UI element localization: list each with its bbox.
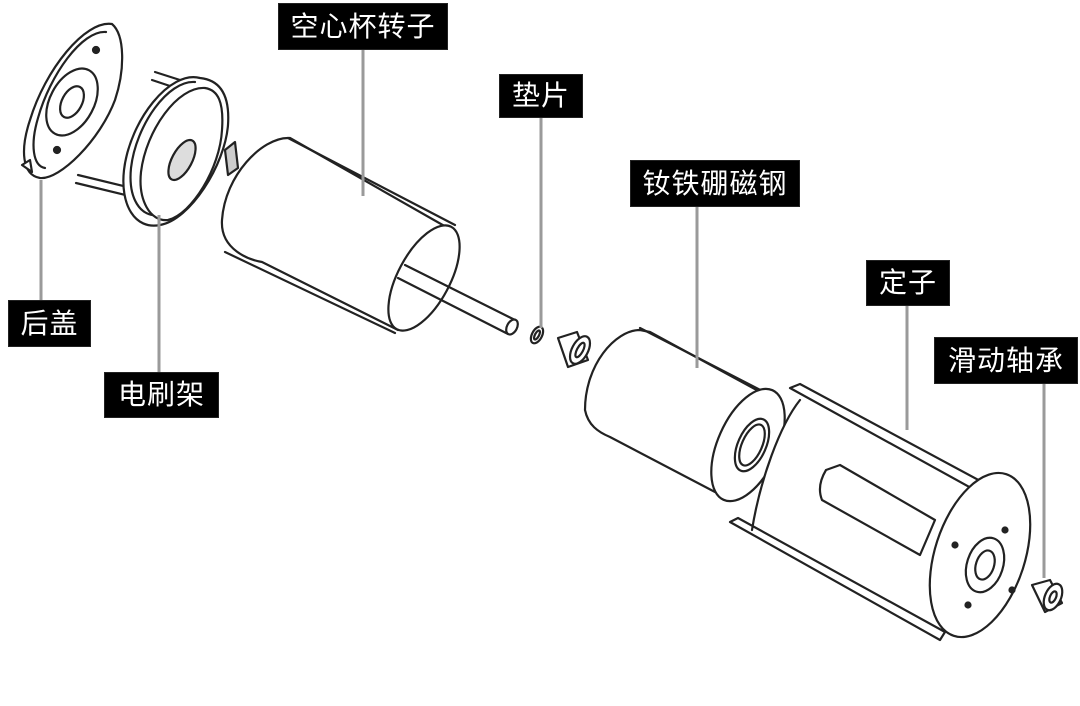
label-ndfeb-magnet: 钕铁硼磁钢 [630,160,800,207]
label-stator: 定子 [866,260,950,306]
bushing-part [556,330,592,369]
coreless-rotor-part [220,136,519,336]
stator-part [728,382,1032,642]
brush-holder-part [74,70,230,227]
label-sliding-bearing: 滑动轴承 [934,337,1078,384]
end-cap-part [20,22,124,180]
label-washer: 垫片 [499,74,583,118]
label-brush-holder: 电刷架 [104,372,219,418]
washer-part [529,325,545,345]
sliding-bearing-part [1030,578,1064,614]
label-coreless-rotor: 空心杯转子 [278,3,448,50]
label-end-cap: 后盖 [8,300,91,347]
leader-lines [39,50,1046,578]
